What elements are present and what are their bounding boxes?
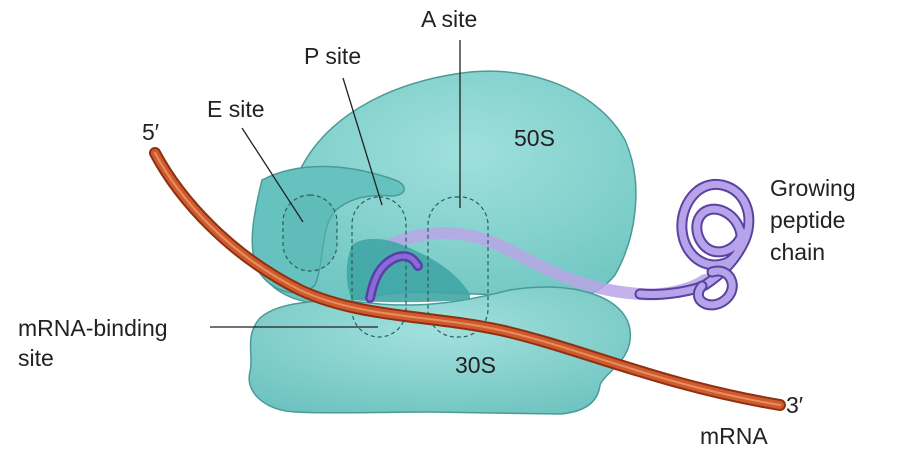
growing-peptide-chain-label-line3: chain (770, 239, 825, 265)
e-site-label: E site (207, 96, 265, 122)
growing-peptide-chain-label-line1: Growing (770, 175, 856, 201)
large-subunit-label: 50S (514, 125, 555, 151)
peptide-coil (640, 184, 749, 305)
mrna-binding-site-label-line2: site (18, 345, 54, 371)
p-site-label: P site (304, 43, 361, 69)
five-prime-label: 5′ (142, 119, 159, 145)
mrna-label: mRNA (700, 423, 768, 449)
mrna-binding-site-label-line1: mRNA-binding (18, 315, 168, 341)
three-prime-label: 3′ (786, 392, 803, 418)
a-site-label: A site (421, 6, 477, 32)
growing-peptide-chain-label-line2: peptide (770, 207, 845, 233)
small-subunit-label: 30S (455, 352, 496, 378)
e-site-outline (283, 195, 337, 271)
